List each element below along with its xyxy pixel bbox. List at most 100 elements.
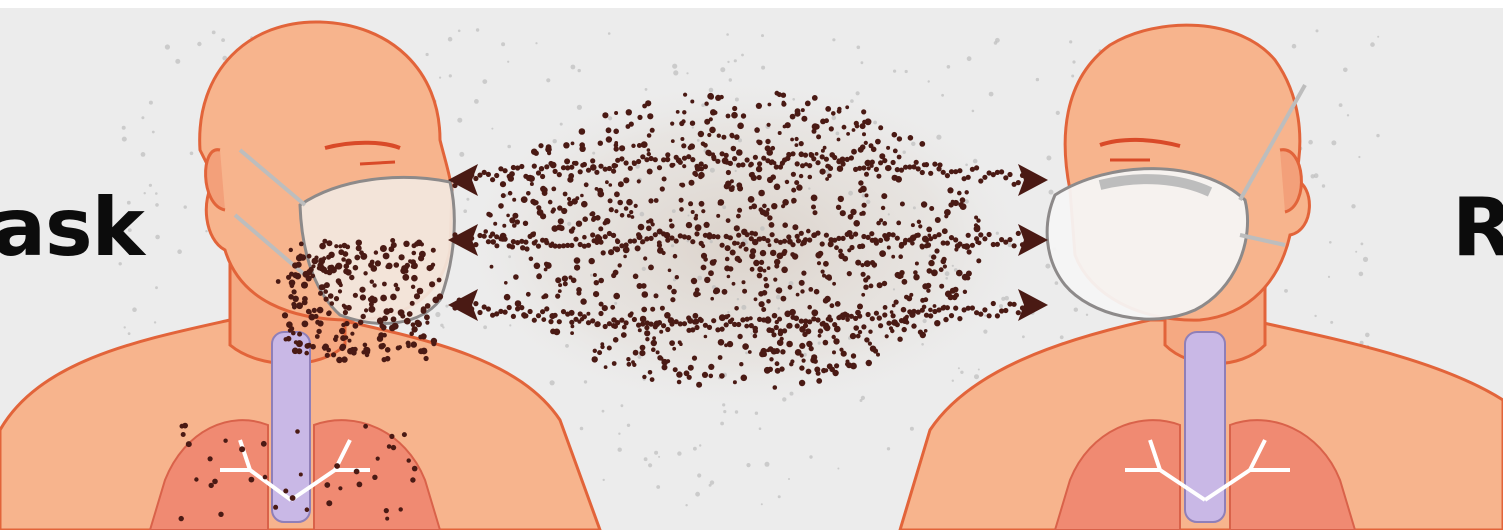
mist-dot — [1331, 140, 1336, 145]
particle — [783, 125, 787, 129]
particle — [827, 174, 832, 179]
particle — [334, 244, 338, 248]
arrow-dot — [503, 237, 508, 242]
particle — [394, 262, 400, 268]
arrow-dot — [573, 317, 578, 322]
mist-dot — [184, 205, 187, 208]
mist-dot — [426, 53, 429, 56]
mist-dot — [873, 121, 877, 125]
particle — [624, 206, 629, 211]
particle — [768, 103, 772, 107]
particle — [631, 215, 635, 219]
particle — [662, 177, 667, 182]
arrow-dot — [828, 317, 833, 322]
particle — [865, 193, 869, 197]
particle — [390, 294, 397, 301]
particle — [852, 128, 856, 132]
particle — [722, 157, 729, 164]
arrow-dot — [724, 153, 729, 158]
particle — [595, 187, 599, 191]
arrow-dot — [636, 159, 641, 164]
particle — [853, 220, 860, 227]
particle — [290, 495, 296, 501]
particle — [263, 475, 268, 480]
particle — [294, 340, 298, 344]
arrow-dot — [657, 243, 662, 248]
particle — [821, 270, 825, 274]
particle — [725, 181, 731, 187]
particle — [892, 132, 898, 138]
particle — [721, 135, 726, 140]
mist-dot — [654, 451, 658, 455]
arrow-dot — [916, 233, 921, 238]
mist-dot — [688, 215, 690, 217]
particle — [212, 479, 218, 485]
arrow-dot — [815, 231, 820, 236]
mist-dot — [546, 78, 550, 82]
particle — [724, 265, 730, 271]
particle — [564, 158, 570, 164]
particle — [613, 129, 619, 135]
mist-dot — [974, 374, 979, 379]
particle — [385, 517, 389, 521]
particle — [637, 115, 642, 120]
left-eye — [360, 162, 395, 164]
particle — [333, 338, 337, 342]
particle — [855, 124, 860, 129]
arrow-dot — [628, 166, 633, 171]
particle — [504, 294, 511, 301]
mist-dot — [809, 455, 812, 458]
particle — [324, 282, 330, 288]
mist-dot — [761, 66, 765, 70]
particle — [346, 305, 352, 311]
arrow-dot — [978, 312, 983, 317]
arrow-dot — [882, 312, 887, 317]
particle — [942, 228, 948, 234]
particle — [618, 181, 624, 187]
particle — [866, 360, 872, 366]
arrow-dot — [736, 233, 741, 238]
particle — [690, 121, 695, 126]
particle — [406, 341, 411, 346]
mist-dot — [122, 126, 126, 130]
particle — [774, 184, 781, 191]
particle — [614, 191, 620, 197]
particle — [734, 225, 740, 231]
particle — [418, 348, 424, 354]
arrow-dot — [745, 157, 750, 162]
particle — [827, 276, 832, 281]
particle — [976, 218, 980, 222]
particle — [647, 148, 651, 152]
particle — [194, 477, 198, 481]
particle — [363, 343, 368, 348]
particle — [864, 337, 869, 342]
left-trachea — [272, 332, 310, 522]
particle — [356, 240, 362, 246]
particle — [613, 337, 619, 343]
arrow-dot — [1012, 243, 1017, 248]
particle — [850, 333, 856, 339]
particle — [339, 283, 343, 287]
particle — [846, 362, 852, 368]
particle — [402, 432, 407, 437]
particle — [657, 247, 664, 254]
particle — [208, 456, 213, 461]
particle — [223, 439, 227, 443]
particle — [737, 123, 744, 130]
particle — [686, 222, 692, 228]
particle — [318, 258, 325, 265]
particle — [623, 255, 627, 259]
arrow-dot — [866, 235, 871, 240]
mist-dot — [790, 392, 794, 396]
particle — [582, 216, 588, 222]
particle — [508, 191, 513, 196]
mist-dot — [645, 88, 648, 91]
arrow-dot — [728, 319, 733, 324]
particle — [811, 195, 818, 202]
particle — [823, 340, 829, 346]
particle — [795, 108, 801, 114]
particle — [411, 326, 417, 332]
arrow-dot — [895, 322, 900, 327]
particle — [531, 149, 537, 155]
particle — [897, 155, 902, 160]
